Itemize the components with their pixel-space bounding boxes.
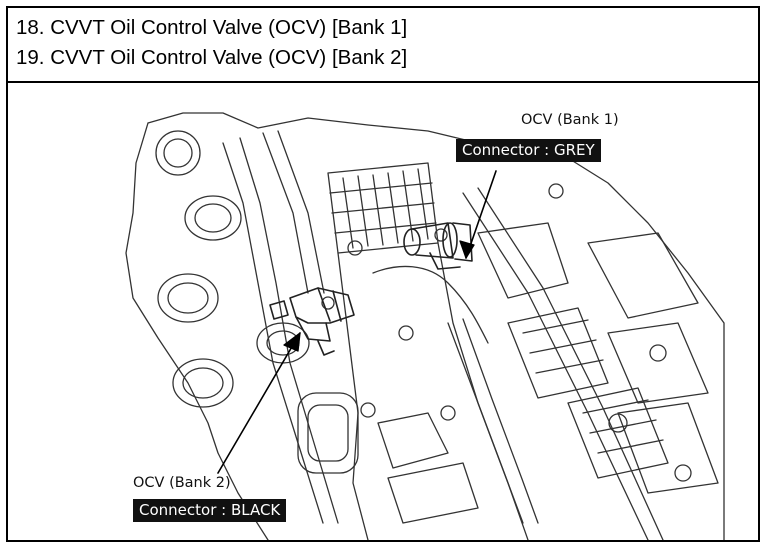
figure-header: 18. CVVT Oil Control Valve (OCV) [Bank 1… [8,8,758,83]
item-18-caption: 18. CVVT Oil Control Valve (OCV) [Bank 1… [16,16,408,39]
ocv-bank1-label: OCV (Bank 1) [521,112,619,128]
item-19-caption: 19. CVVT Oil Control Valve (OCV) [Bank 2… [16,46,408,69]
ocv-bank1-connector-badge: Connector : GREY [456,139,601,162]
engine-line-drawing [125,112,725,540]
ocv-bank2-label: OCV (Bank 2) [133,475,231,491]
ocv-bank1-valve [403,222,473,270]
engine-illustration: OCV (Bank 1) Connector : GREY OCV (Bank … [8,83,758,540]
ocv-bank2-valve [269,287,355,356]
figure-frame: 18. CVVT Oil Control Valve (OCV) [Bank 1… [6,6,760,542]
ocv-bank2-connector-badge: Connector : BLACK [133,499,287,522]
